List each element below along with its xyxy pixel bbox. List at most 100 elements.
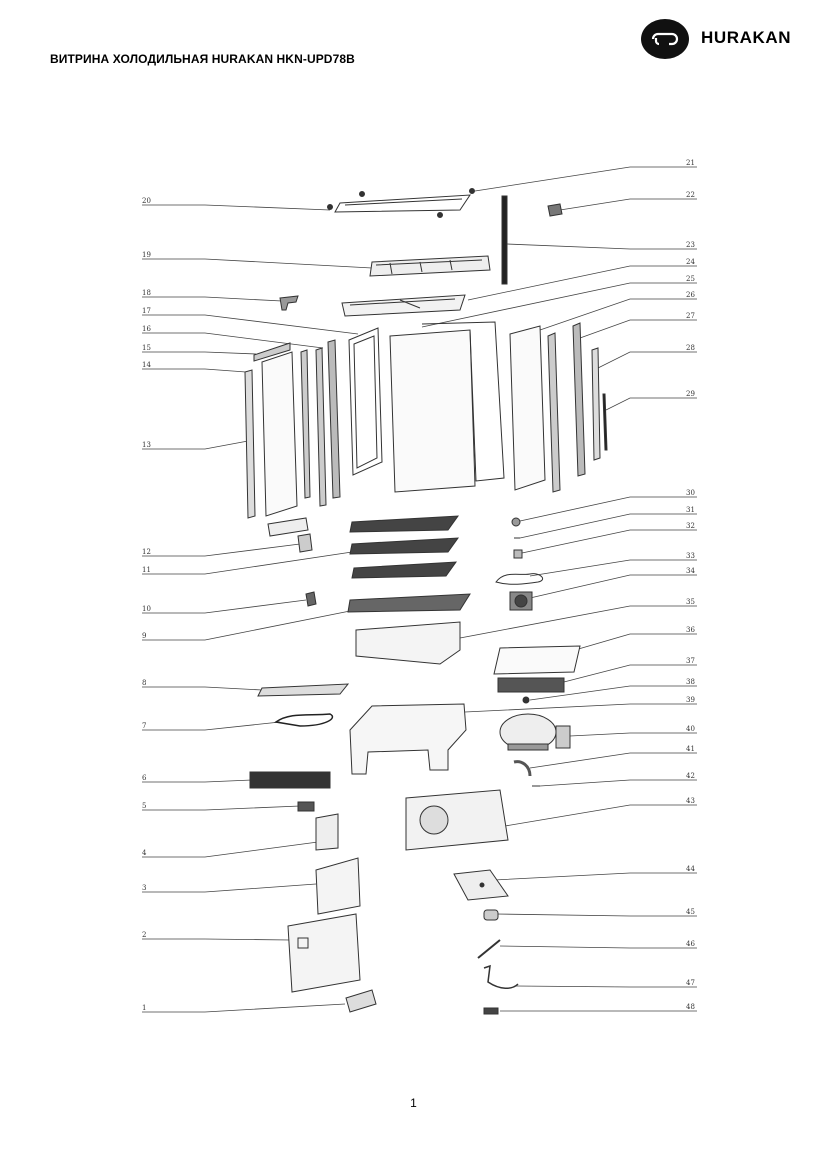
callout-number: 42: [686, 772, 695, 780]
callout-number: 10: [142, 605, 151, 613]
leader-line: [529, 559, 697, 577]
callout-number: 32: [686, 522, 695, 530]
callout-number: 22: [686, 191, 695, 199]
leader-line: [605, 397, 697, 411]
part-rubber-plate-hole: [479, 882, 485, 888]
callout-number: 7: [142, 722, 146, 730]
callout-number: 24: [686, 258, 695, 266]
brand-logo: HURAKAN: [640, 16, 820, 62]
callout-14: 14: [142, 361, 247, 373]
part-side-panel: [421, 321, 505, 482]
callout-19: 19: [142, 251, 373, 269]
callout-number: 15: [142, 344, 151, 352]
callout-number: 12: [142, 548, 151, 556]
leader-line: [142, 805, 301, 811]
callout-number: 34: [686, 567, 695, 575]
callout-number: 6: [142, 774, 147, 782]
callout-33: 33: [529, 552, 697, 577]
leader-line: [559, 664, 697, 684]
callout-46: 46: [499, 940, 697, 949]
callout-24: 24: [467, 258, 697, 301]
leader-line: [539, 298, 697, 331]
callout-18: 18: [142, 289, 283, 302]
callout-number: 31: [686, 506, 695, 514]
leader-line: [142, 314, 359, 335]
leader-line: [142, 686, 263, 691]
part-cable: [495, 573, 543, 585]
callout-number: 37: [686, 657, 695, 665]
callout-number: 39: [686, 696, 695, 704]
leader-line: [495, 913, 697, 917]
callout-number: 3: [142, 884, 146, 892]
leader-line: [515, 985, 697, 988]
callout-number: 8: [142, 679, 146, 687]
callout-number: 28: [686, 344, 695, 352]
part-base-plate: [405, 789, 509, 851]
part-bracket: [279, 295, 299, 311]
part-condenser-coil: [249, 771, 331, 789]
leader-line: [142, 841, 319, 858]
callout-number: 30: [686, 489, 695, 497]
callout-42: 42: [539, 772, 697, 787]
callout-number: 36: [686, 626, 695, 634]
part-lamp-holder: [513, 549, 523, 559]
callout-3: 3: [142, 883, 317, 893]
part-drier: [483, 909, 499, 921]
leader-line: [459, 605, 697, 639]
callout-2: 2: [142, 931, 291, 941]
part-compressor: [499, 713, 571, 751]
callout-number: 29: [686, 390, 695, 398]
callout-25: 25: [421, 275, 697, 328]
callout-35: 35: [459, 598, 697, 639]
part-front-panel: [287, 913, 361, 993]
leader-line: [597, 351, 697, 369]
callout-13: 13: [142, 440, 249, 450]
callout-number: 23: [686, 241, 695, 249]
callout-number: 35: [686, 598, 695, 606]
part-back-panel: [389, 329, 476, 493]
leader-line: [142, 721, 281, 731]
part-drip-tray: [355, 621, 461, 665]
part-wire-shelves: [347, 515, 471, 613]
callout-29: 29: [605, 390, 697, 411]
callout-number: 13: [142, 441, 151, 449]
callout-number: 38: [686, 678, 695, 686]
callout-number: 14: [142, 361, 151, 369]
leader-line: [474, 166, 697, 192]
leader-line: [142, 332, 324, 349]
callout-32: 32: [521, 522, 697, 554]
callout-number: 48: [686, 1003, 695, 1011]
callout-41: 41: [529, 745, 697, 769]
page-number: 1: [410, 1096, 417, 1110]
callout-31: 31: [519, 506, 697, 539]
callout-number: 41: [686, 745, 695, 753]
leader-line: [504, 804, 697, 827]
part-fan-motor: [509, 591, 533, 611]
leader-line: [142, 938, 291, 941]
leader-line: [142, 551, 353, 575]
callout-17: 17: [142, 307, 359, 335]
leader-line: [529, 574, 697, 599]
callout-number: 1: [142, 1004, 146, 1012]
part-top-frame: [369, 255, 491, 277]
part-glass-plate: [493, 645, 581, 675]
callout-number: 26: [686, 291, 695, 299]
callout-11: 11: [142, 551, 353, 575]
part-shelf-clip: [297, 533, 313, 553]
callout-38: 38: [529, 678, 697, 701]
part-fastener-block: [547, 203, 563, 217]
callout-number: 16: [142, 325, 151, 333]
callout-37: 37: [559, 657, 697, 684]
leader-line: [142, 883, 317, 893]
leader-line: [467, 265, 697, 301]
callout-27: 27: [579, 312, 697, 339]
callout-36: 36: [574, 626, 697, 651]
callout-number: 43: [686, 797, 695, 805]
callout-number: 27: [686, 312, 695, 320]
callout-number: 47: [686, 979, 695, 987]
callout-39: 39: [464, 696, 697, 713]
callout-26: 26: [539, 291, 697, 331]
part-condenser: [497, 677, 565, 693]
leader-line: [142, 1003, 346, 1013]
leader-line: [559, 198, 697, 211]
